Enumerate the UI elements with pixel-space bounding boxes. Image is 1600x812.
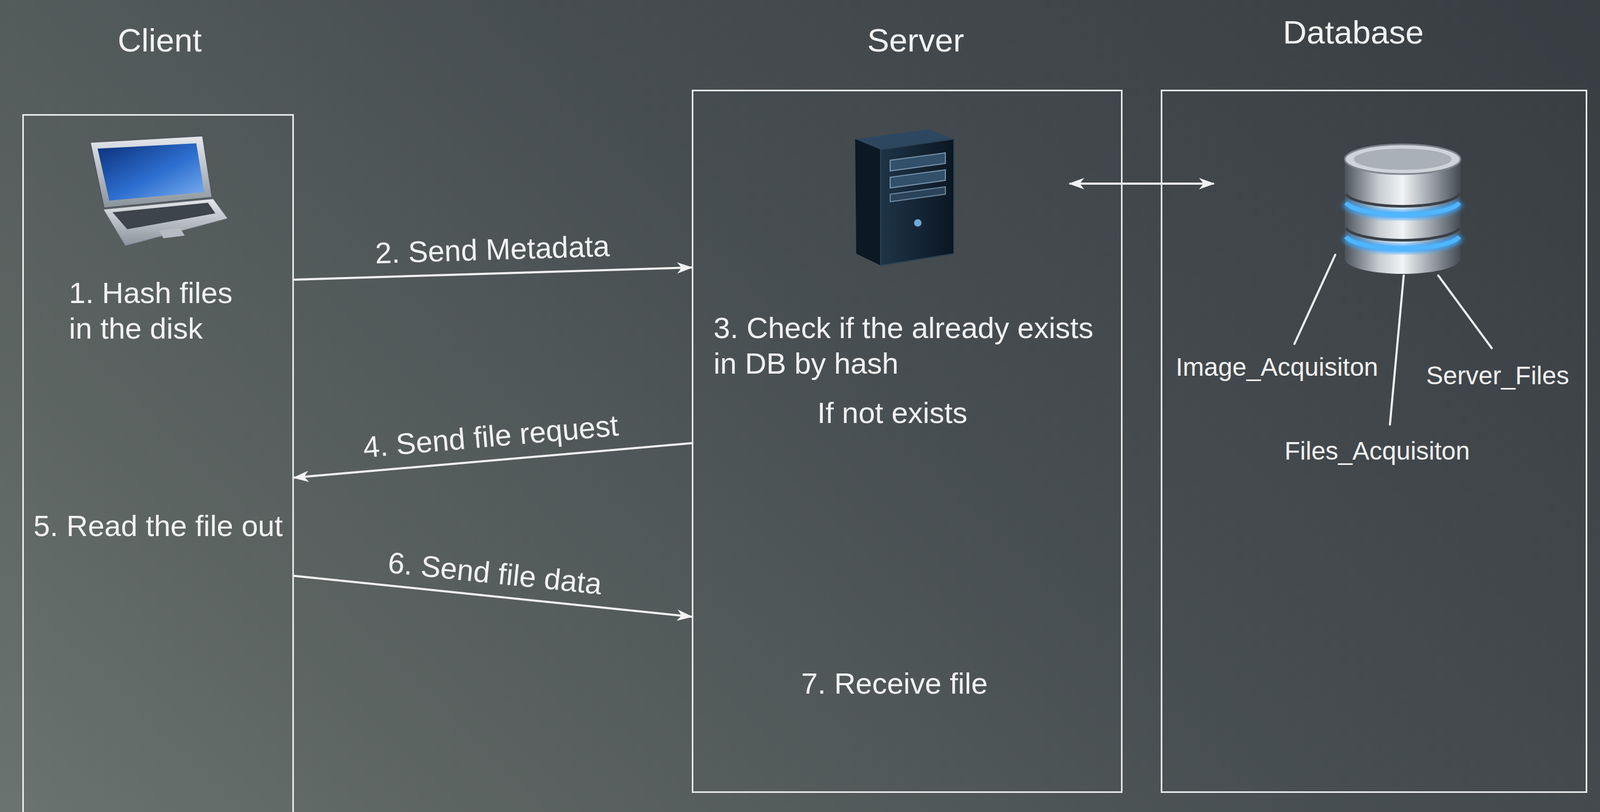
message-label: 6. Send file data [386, 544, 604, 602]
laptop-bezel [90, 135, 213, 208]
db-band-glow [1345, 236, 1460, 249]
tower-side [855, 138, 881, 266]
message-arrow [293, 267, 692, 280]
db-groove [1345, 194, 1460, 207]
table-name: Files_Acquisiton [1284, 435, 1471, 467]
db-band [1345, 202, 1460, 215]
message-arrow [1069, 182, 1214, 185]
leader-line [1294, 254, 1336, 344]
drive-bay [890, 152, 946, 171]
db-groove [1345, 228, 1460, 241]
database-icon [1344, 144, 1461, 274]
column-heading: Database [1204, 12, 1502, 52]
db-band [1345, 236, 1460, 249]
table-name: Server_Files [1425, 360, 1569, 391]
leader-lines [1294, 254, 1492, 425]
tower-front [880, 138, 954, 266]
client-panel: Client1. Hash files in the disk5. Read t… [22, 114, 294, 812]
leader-line [1389, 275, 1404, 425]
cylinder-top [1344, 144, 1461, 175]
laptop-touchpad [159, 228, 185, 239]
leader-line [1438, 275, 1492, 349]
server-tower-icon [855, 129, 954, 266]
laptop-icon [90, 135, 229, 247]
laptop-keyboard [112, 202, 216, 230]
cylinder-body [1344, 159, 1461, 274]
step-text: If not exists [727, 394, 1057, 431]
step-text: 3. Check if the already exists in DB by … [713, 309, 1109, 381]
drive-bay [890, 186, 946, 202]
step-text: 7. Receive file [729, 665, 1059, 701]
power-button [914, 219, 922, 227]
column-heading: Server [783, 20, 1049, 60]
drive-bay [890, 169, 946, 188]
message-label: 4. Send file request [361, 406, 621, 465]
laptop-base [102, 198, 229, 247]
column-heading: Client [32, 20, 288, 60]
server-panel: Server3. Check if the already exists in … [691, 89, 1123, 793]
step-text: 1. Hash files in the disk [68, 274, 255, 346]
cylinder-top-inner [1353, 148, 1452, 170]
step-text: 5. Read the file out [25, 507, 291, 544]
table-name: Image_Acquisiton [1175, 351, 1379, 383]
message-label: 2. Send Metadata [374, 227, 611, 271]
db-band-glow [1345, 202, 1460, 215]
laptop-screen [97, 143, 205, 201]
